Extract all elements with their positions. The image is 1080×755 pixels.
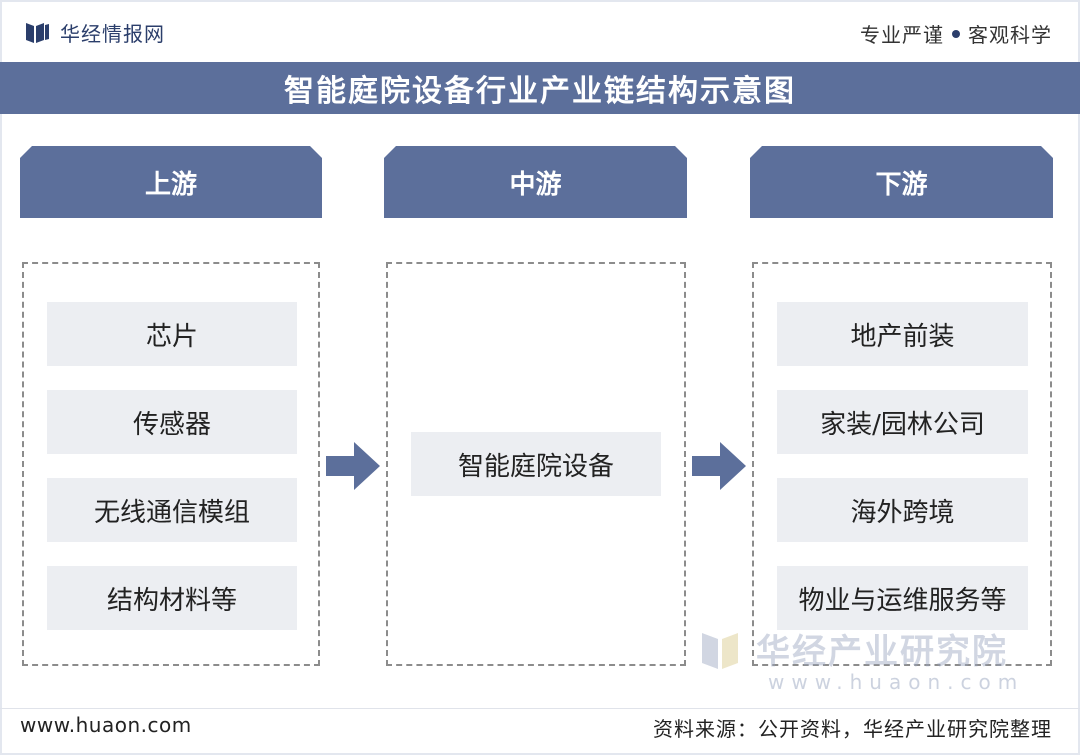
dot-separator: [952, 29, 960, 38]
downstream-item-property-services: 物业与运维服务等: [777, 566, 1028, 630]
midstream-item-device: 智能庭院设备: [411, 432, 661, 496]
logo-icon: [26, 23, 49, 43]
footer-source: 资料来源：公开资料，华经产业研究院整理: [653, 717, 1052, 741]
diagram-title: 智能庭院设备行业产业链结构示意图: [284, 74, 796, 109]
page-header: 华经情报网 专业严谨 客观科学: [0, 0, 1080, 62]
watermark-name: 华经产业研究院: [756, 632, 1008, 672]
arrow-right-icon: [692, 442, 746, 490]
slogan-left: 专业严谨: [860, 23, 944, 47]
title-bar: 智能庭院设备行业产业链结构示意图: [0, 62, 1080, 114]
group-downstream: [752, 262, 1052, 666]
watermark-logo-icon: [702, 632, 738, 669]
stage-header-midstream: 中游: [384, 146, 687, 218]
stage-header-downstream: 下游: [750, 146, 1053, 218]
footer-website: www.huaon.com: [20, 713, 192, 737]
footer-divider: [0, 708, 1080, 709]
slogan-right: 客观科学: [968, 23, 1052, 47]
downstream-item-decoration: 家装/园林公司: [777, 390, 1028, 454]
downstream-item-overseas: 海外跨境: [777, 478, 1028, 542]
watermark-url: www.huaon.com: [768, 670, 1025, 694]
upstream-item-chip: 芯片: [47, 302, 297, 366]
brand-name: 华经情报网: [60, 21, 165, 46]
downstream-item-real-estate: 地产前装: [777, 302, 1028, 366]
watermark: 华经产业研究院: [700, 624, 1008, 673]
slogan: 专业严谨 客观科学: [860, 19, 1052, 48]
upstream-item-materials: 结构材料等: [47, 566, 297, 630]
brand: 华经情报网: [24, 18, 165, 46]
group-midstream: [386, 262, 686, 666]
group-upstream: [22, 262, 320, 666]
arrow-right-icon: [326, 442, 380, 490]
upstream-item-sensor: 传感器: [47, 390, 297, 454]
upstream-item-wireless-module: 无线通信模组: [47, 478, 297, 542]
stage-header-upstream: 上游: [20, 146, 322, 218]
